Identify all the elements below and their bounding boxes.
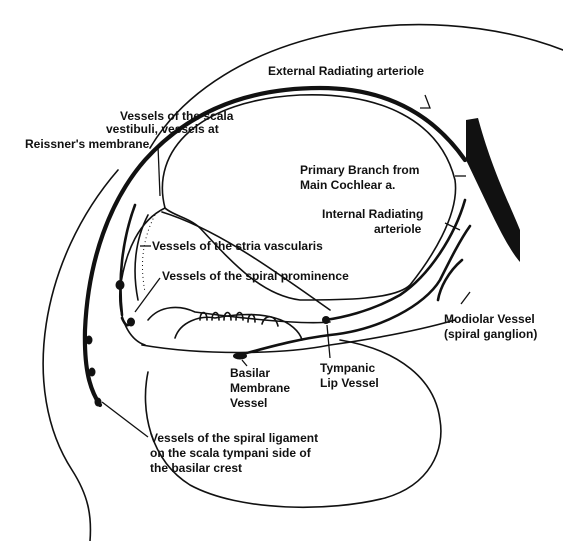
- label-basilar-membrane-vessel: Basilar: [230, 366, 270, 380]
- spiral-ligament-vessels: [121, 205, 135, 315]
- label-spiral-ligament: the basilar crest: [150, 461, 242, 475]
- leader-spiral-prominence: [135, 278, 160, 312]
- label-modiolar-vessel: Modiolar Vessel: [444, 312, 535, 326]
- label-tympanic-lip-vessel: Tympanic: [320, 361, 375, 375]
- leader-scala-vestibuli: [158, 146, 160, 196]
- label-internal-radiating: Internal Radiating: [322, 207, 423, 221]
- leader-spiral-ligament: [102, 402, 148, 437]
- modiolus-bone: [466, 118, 520, 262]
- label-stria-vascularis: Vessels of the stria vascularis: [152, 239, 323, 253]
- leader-tympanic: [327, 325, 330, 358]
- label-basilar-membrane-vessel: Vessel: [230, 396, 267, 410]
- vessel-node: [89, 368, 96, 377]
- basilar-membrane-vessel-dot: [233, 353, 247, 360]
- label-primary-branch: Primary Branch from: [300, 163, 419, 177]
- stria-vascularis-region: [135, 215, 148, 300]
- label-scala-vestibuli: vestibuli, vessels at: [106, 122, 219, 136]
- label-scala-vestibuli: Vessels of the scala: [120, 109, 234, 123]
- label-spiral-ligament: on the scala tympani side of: [150, 446, 312, 460]
- vessel-node: [95, 398, 102, 407]
- label-tympanic-lip-vessel: Lip Vessel: [320, 376, 379, 390]
- basilar-membrane: [142, 320, 455, 353]
- vessel-node: [127, 318, 135, 327]
- leader-external: [420, 95, 430, 108]
- label-external-radiating-arteriole: External Radiating arteriole: [268, 64, 424, 78]
- tympanic-lip-vessel-dot: [322, 316, 330, 324]
- label-spiral-ligament: Vessels of the spiral ligament: [150, 431, 318, 445]
- label-internal-radiating: arteriole: [374, 222, 422, 236]
- vessel-node: [86, 336, 93, 345]
- label-spiral-prominence: Vessels of the spiral prominence: [162, 269, 349, 283]
- label-modiolar-vessel: (spiral ganglion): [444, 327, 537, 341]
- label-basilar-membrane-vessel: Membrane: [230, 381, 290, 395]
- vessel-node: [116, 280, 125, 290]
- modiolar-vessel: [438, 260, 462, 300]
- stria-stipple: [142, 215, 155, 292]
- label-scala-vestibuli: Reissner's membrane: [25, 137, 150, 151]
- label-primary-branch: Main Cochlear a.: [300, 178, 395, 192]
- scala-tympani-outline: [145, 340, 440, 507]
- leader-modiolar: [461, 292, 470, 304]
- reissners-membrane: [162, 212, 330, 310]
